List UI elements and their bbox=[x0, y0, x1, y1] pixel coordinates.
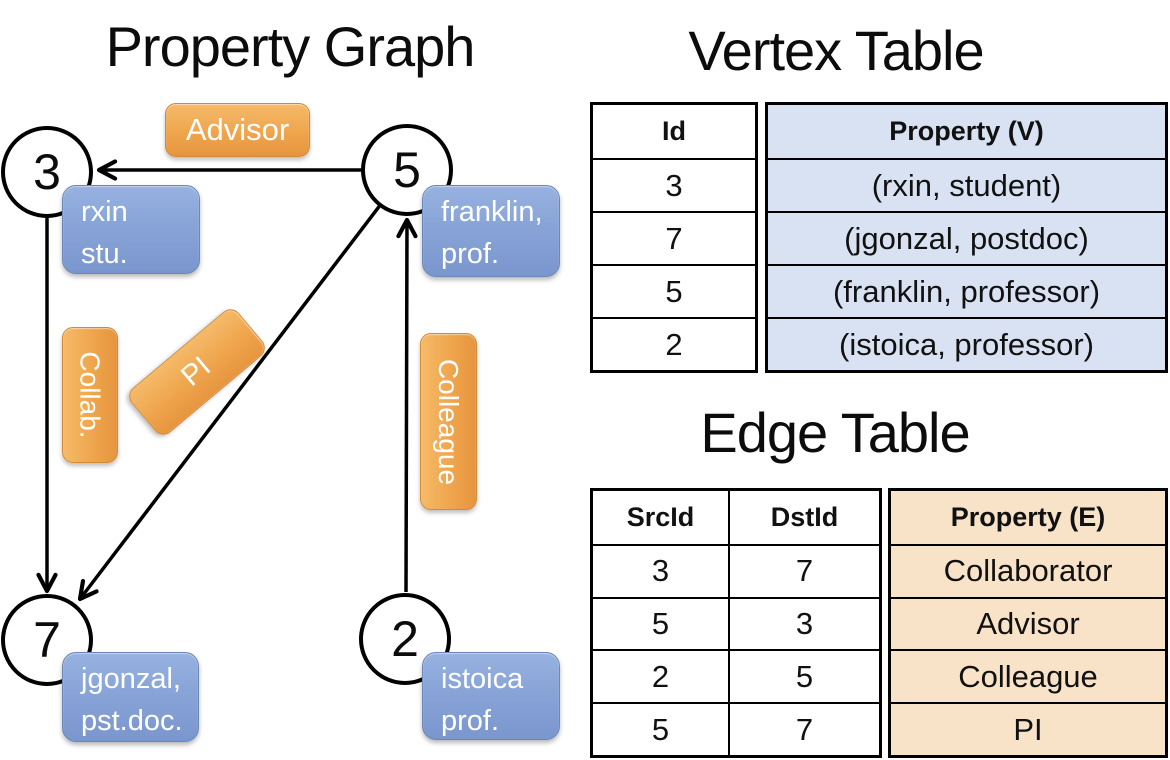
vertex-property-cell: (istoica, professor) bbox=[768, 317, 1165, 370]
edge-line-colleague-2-5 bbox=[396, 217, 418, 593]
node-property-line2: stu. bbox=[81, 238, 128, 270]
edge-dst-header: DstId bbox=[728, 491, 879, 544]
edge-src-header: SrcId bbox=[626, 501, 695, 532]
node-property-line2: pst.doc. bbox=[81, 705, 183, 737]
node-id-3: 3 bbox=[33, 144, 61, 200]
vertex-id-cell: 5 bbox=[593, 264, 755, 317]
edge-property-cell: Collaborator bbox=[891, 543, 1165, 597]
edge-dst-cell: 7 bbox=[728, 704, 879, 755]
edge-src-cell: 5 bbox=[651, 605, 670, 641]
edge-property-cell: Advisor bbox=[891, 596, 1165, 650]
edge-table-title: Edge Table bbox=[700, 401, 970, 464]
vertex-property-cell: (jgonzal, postdoc) bbox=[768, 211, 1165, 264]
node-property-box-3: rxin stu. bbox=[62, 185, 200, 274]
edge-property-cell: PI bbox=[891, 702, 1165, 755]
edge-dst-cell: 3 bbox=[728, 598, 879, 650]
vertex-id-header: Id bbox=[662, 116, 686, 146]
edge-table-property-column: Property (E) Collaborator Advisor Collea… bbox=[888, 488, 1168, 758]
edge-line-pi-5-7 bbox=[77, 202, 383, 602]
edge-property-cell: Colleague bbox=[891, 649, 1165, 702]
edge-table-src-dst-columns: SrcId DstId 3 7 5 3 2 5 5 7 bbox=[590, 488, 882, 758]
node-id-5: 5 bbox=[393, 142, 421, 198]
edge-src-cell: 3 bbox=[651, 553, 670, 589]
edge-src-cell: 5 bbox=[651, 711, 670, 747]
edge-label-collab-text: Collab. bbox=[75, 351, 107, 439]
node-property-line2: prof. bbox=[441, 705, 500, 737]
node-id-7: 7 bbox=[33, 612, 61, 668]
edge-label-collab: Collab. bbox=[62, 327, 118, 463]
vertex-id-cell: 2 bbox=[593, 317, 755, 370]
node-property-line1: istoica bbox=[441, 663, 524, 695]
node-property-box-2: istoica prof. bbox=[422, 652, 560, 740]
node-property-line1: rxin bbox=[81, 196, 128, 228]
edge-property-header: Property (E) bbox=[950, 501, 1106, 532]
edge-label-colleague-text: Colleague bbox=[433, 358, 465, 485]
vertex-table-property-column: Property (V) (rxin, student) (jgonzal, p… bbox=[765, 102, 1168, 373]
property-graph-title: Property Graph bbox=[105, 15, 476, 78]
vertex-id-cell: 7 bbox=[593, 211, 755, 264]
vertex-property-cell: (franklin, professor) bbox=[768, 264, 1165, 317]
node-property-line1: jgonzal, bbox=[81, 663, 181, 695]
vertex-table-id-column: Id 3 7 5 2 bbox=[590, 102, 758, 373]
edge-dst-cell: 5 bbox=[728, 651, 879, 703]
edge-label-advisor-text: Advisor bbox=[185, 112, 290, 147]
node-property-box-7: jgonzal, pst.doc. bbox=[62, 652, 199, 742]
edge-src-cell: 2 bbox=[651, 658, 670, 694]
node-id-2: 2 bbox=[391, 611, 419, 667]
node-property-line2: prof. bbox=[441, 238, 500, 270]
edge-label-advisor: Advisor bbox=[165, 103, 310, 157]
vertex-property-cell: (rxin, student) bbox=[768, 158, 1165, 211]
node-property-line1: franklin, bbox=[441, 196, 543, 228]
vertex-id-cell: 3 bbox=[593, 158, 755, 211]
edge-label-pi-text: PI bbox=[175, 350, 218, 393]
node-property-box-5: franklin, prof. bbox=[422, 185, 560, 277]
edge-label-colleague: Colleague bbox=[420, 333, 477, 510]
vertex-property-header: Property (V) bbox=[889, 116, 1044, 146]
vertex-table-title: Vertex Table bbox=[688, 19, 984, 82]
edge-dst-cell: 7 bbox=[728, 545, 879, 597]
